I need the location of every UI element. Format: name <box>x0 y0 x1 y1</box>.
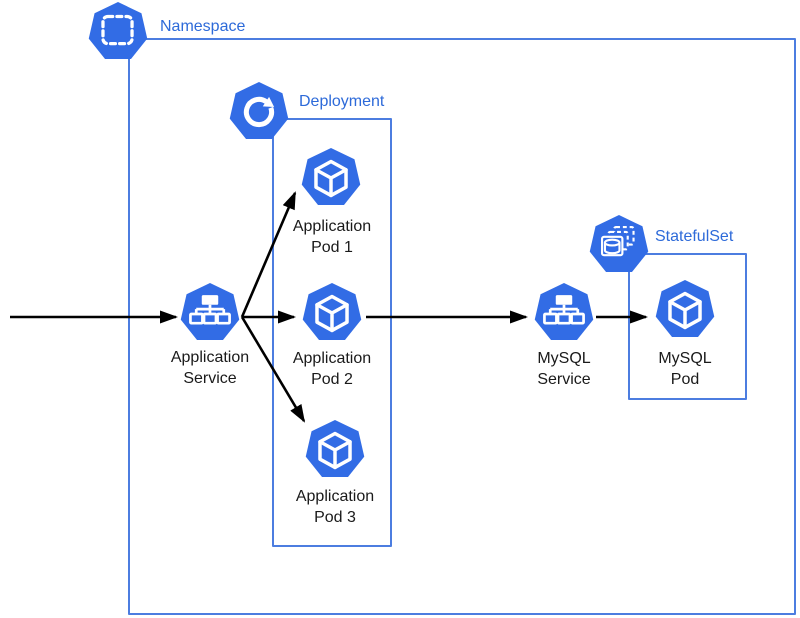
k8s-service-icon <box>180 282 240 341</box>
k8s-service-icon <box>534 282 594 341</box>
label-line: MySQL <box>537 350 591 367</box>
mysql-pod-label: MySQL Pod <box>620 348 750 390</box>
label-line: Pod 1 <box>311 239 353 256</box>
label-line: Application <box>170 349 250 366</box>
k8s-pod-icon <box>655 279 715 338</box>
label-line: Service <box>537 371 591 388</box>
deployment-label: Deployment <box>299 93 385 110</box>
label-line: Application <box>292 350 372 367</box>
namespace-label: Namespace <box>160 18 246 35</box>
label-line: MySQL <box>658 350 712 367</box>
label-line: Application <box>292 218 372 235</box>
app-pod2-label: Application Pod 2 <box>267 348 397 390</box>
label-line: Application <box>295 488 375 505</box>
k8s-pod-icon <box>302 282 362 341</box>
k8s-statefulset-icon <box>589 214 649 273</box>
mysql-service-label: MySQL Service <box>499 348 629 390</box>
label-line: Pod <box>670 371 700 388</box>
app-service-label: Application Service <box>145 347 275 389</box>
statefulset-label: StatefulSet <box>655 228 734 245</box>
app-pod1-label: Application Pod 1 <box>267 216 397 258</box>
k8s-namespace-icon <box>88 1 148 60</box>
app-pod3-label: Application Pod 3 <box>270 486 400 528</box>
label-line: Pod 3 <box>314 509 356 526</box>
k8s-pod-icon <box>305 419 365 478</box>
k8s-pod-icon <box>301 147 361 206</box>
namespace-box <box>128 38 796 615</box>
label-line: Pod 2 <box>311 371 353 388</box>
label-line: Service <box>183 370 237 387</box>
k8s-deployment-icon <box>229 81 289 140</box>
statefulset-box <box>628 253 747 400</box>
